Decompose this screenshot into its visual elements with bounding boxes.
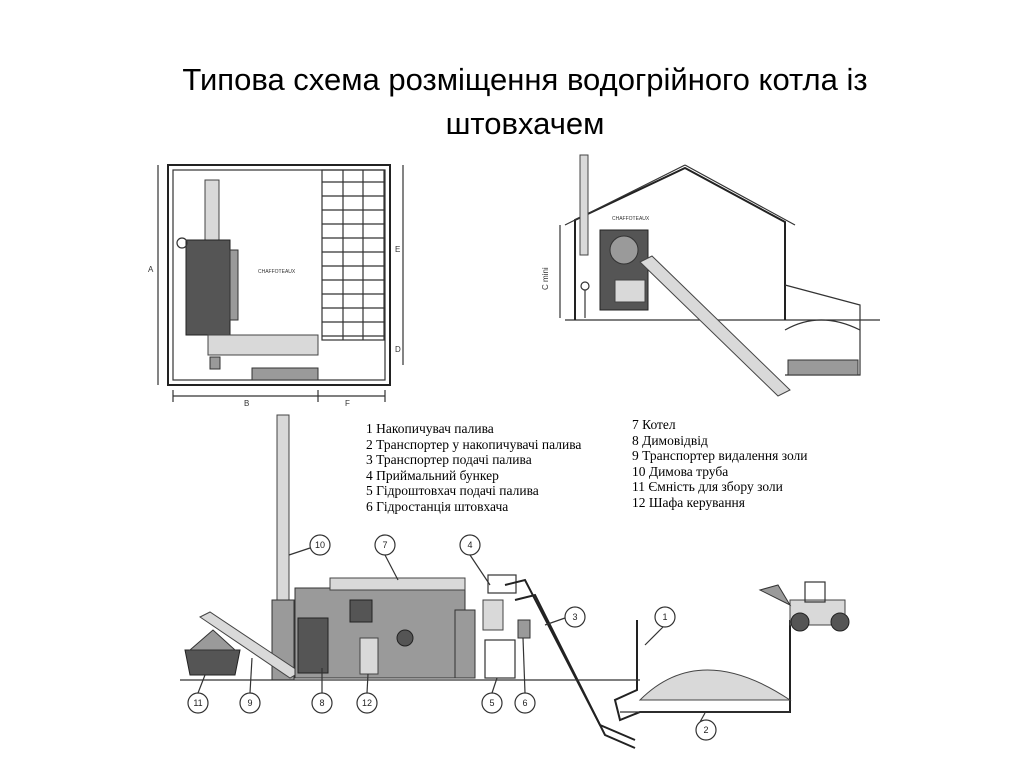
callout-9: 9 [247,698,252,708]
callout-circle-4 [459,534,481,556]
receiving-hopper [482,599,504,631]
callout-7: 7 [382,540,387,550]
side-stamp: CHAFFOTEAUX [612,216,650,222]
callout-circle-3 [564,606,586,628]
dim-d-label: D [395,345,401,354]
side-view: C mini CHAFFOTEAUX [541,154,880,397]
plan-fuel-storage [321,169,385,341]
callout-12: 12 [362,698,372,708]
legend-item-8: 8 Димовідвід [632,432,708,448]
plan-room-outline [167,164,391,386]
legend-item-9: 9 Транспортер видалення золи [632,448,808,463]
plan-boiler [185,239,231,336]
callout-circle-1 [654,606,676,628]
side-chimney [579,154,589,256]
ash-container [184,649,241,676]
legend-item-2: 2 Транспортер у накопичувачі палива [366,436,582,452]
title-line-1: Типова схема розміщення водогрійного кот… [182,62,868,97]
plan-stamp: CHAFFOTEAUX [258,269,296,275]
callout-circle-9 [239,692,261,714]
fuel-pile [638,669,792,701]
callout-circle-10 [309,534,331,556]
hydraulic-station [517,619,531,639]
legend-item-3: 3 Транспортер подачі палива [366,452,532,467]
loader [758,581,850,632]
callout-circle-7 [374,534,396,556]
callout-circle-11 [187,692,209,714]
callouts: 1 2 3 4 5 6 7 8 9 10 11 12 [187,534,717,741]
callout-3: 3 [572,612,577,622]
slide-title: Типова схема розміщення водогрійного кот… [60,58,990,146]
callout-circle-6 [514,692,536,714]
plan-bunker [251,367,319,381]
callout-1: 1 [662,612,667,622]
callout-circle-2 [695,719,717,741]
legend-item-7: 7 Котел [632,417,676,432]
callout-4: 4 [467,540,472,550]
legend-item-11: 11 Ємність для збору золи [632,479,783,494]
control-cabinet [359,637,379,675]
plan-view: A B F E D CHAFFOTEAUX [148,164,404,408]
dim-b-label: B [244,399,249,408]
legend-item-10: 10 Димова труба [632,463,729,479]
callout-circle-5 [481,692,503,714]
legend-item-4: 4 Приймальний бункер [366,467,499,483]
side-building [574,166,786,320]
fuel-pusher [484,639,516,679]
legend-item-5: 5 Гідроштовхач подачі палива [366,483,539,498]
callout-2: 2 [703,725,708,735]
dim-f-label: F [345,399,350,408]
side-c-label: C mini [541,267,550,290]
callout-8: 8 [319,698,324,708]
callout-5: 5 [489,698,494,708]
title-line-2: штовхачем [445,106,605,141]
dim-e-label: E [395,245,400,254]
legend-left: 1 Накопичувач палива 2 Транспортер у нак… [366,421,581,514]
legend-item-1: 1 Накопичувач палива [366,421,494,436]
plan-ash-conveyor [207,334,319,356]
callout-10: 10 [315,540,325,550]
callout-11: 11 [193,698,202,708]
legend-item-6: 6 Гідростанція штовхача [366,498,509,514]
callout-circle-12 [356,692,378,714]
fuel-conveyor [504,578,636,741]
dim-a-label: A [148,265,154,274]
callout-6: 6 [522,698,527,708]
side-conveyor [639,255,791,397]
legend-right: 7 Котел 8 Димовідвід 9 Транспортер видал… [632,417,808,510]
callout-circle-8 [311,692,333,714]
plan-flue [204,179,220,241]
main-diagram [180,414,850,749]
legend-item-12: 12 Шафа керування [632,494,745,510]
